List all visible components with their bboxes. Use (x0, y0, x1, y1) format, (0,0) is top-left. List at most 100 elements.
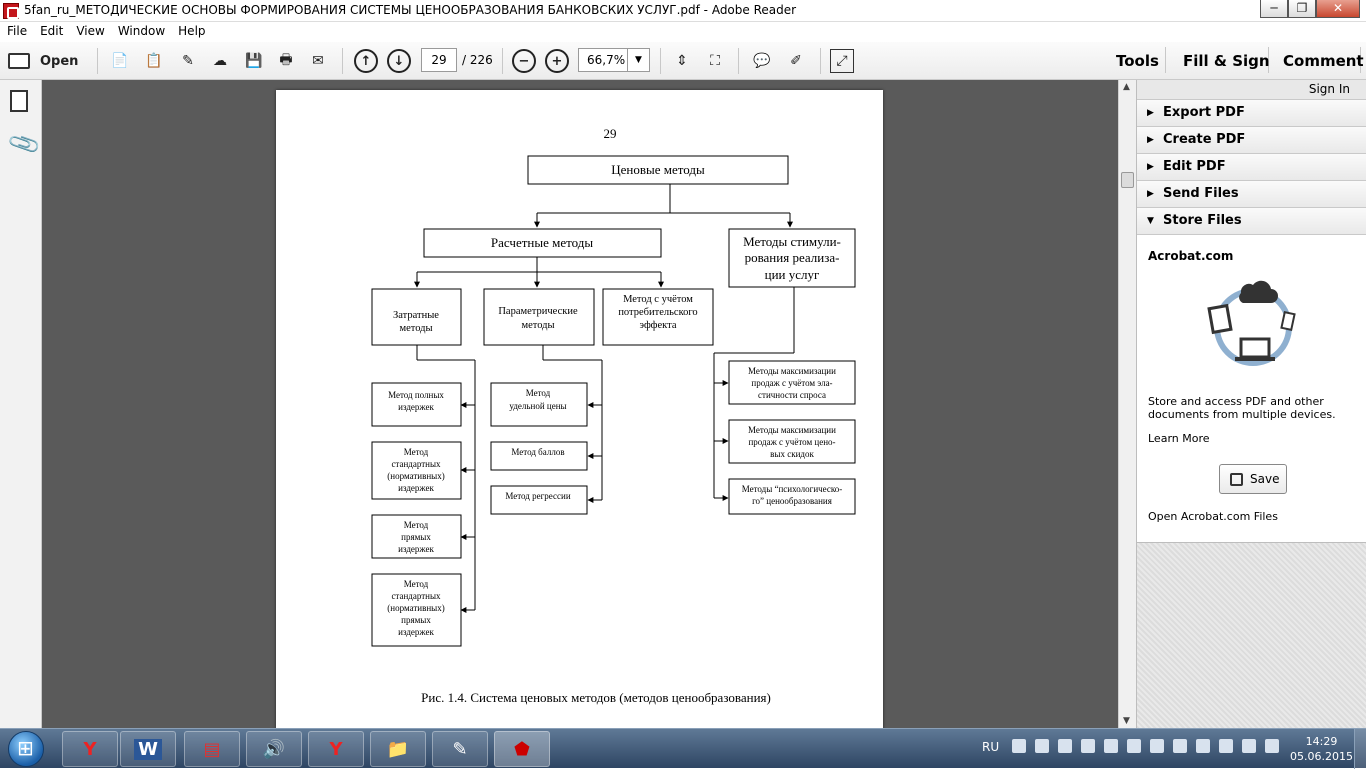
window-title: 5fan_ru_МЕТОДИЧЕСКИЕ ОСНОВЫ ФОРМИРОВАНИЯ… (24, 3, 797, 17)
minimize-button[interactable]: ─ (1260, 0, 1288, 18)
clock-time: 14:29 (1305, 735, 1338, 748)
save-to-acrobat-button[interactable]: Save (1219, 464, 1287, 494)
attachments-icon[interactable]: 📎 (6, 126, 43, 163)
tray-icon[interactable] (1012, 739, 1026, 753)
diagram-connectors (414, 184, 795, 613)
zoom-out-icon[interactable]: − (512, 49, 536, 73)
create-pdf-panel[interactable]: ▶Create PDF (1137, 126, 1366, 153)
clock[interactable]: 14:29 05.06.2015 (1290, 734, 1353, 764)
edit-pdf-icon[interactable]: ✎ (182, 53, 194, 69)
comment-tab[interactable]: Comment (1283, 52, 1364, 70)
print-icon[interactable]: 🖶 (279, 52, 293, 68)
param-child-1-line-1: Метод (526, 388, 551, 398)
page-thumbnails-icon[interactable] (10, 90, 28, 112)
tray-icon[interactable] (1035, 739, 1049, 753)
zoom-value: 66,7% (587, 53, 626, 67)
export-pdf-panel[interactable]: ▶Export PDF (1137, 99, 1366, 126)
menu-view[interactable]: View (76, 24, 105, 38)
audio-player-icon[interactable]: 🔊 (246, 731, 302, 767)
page-total: / 226 (462, 53, 493, 67)
yandex-browser-icon[interactable]: Y (62, 731, 118, 767)
folder-icon (8, 53, 30, 69)
yandex-browser-2-icon[interactable]: Y (308, 731, 364, 767)
tray-icon[interactable] (1104, 739, 1118, 753)
cloud-upload-icon[interactable]: ☁ (213, 53, 227, 69)
consumer-box (602, 288, 714, 346)
restore-button[interactable]: ❐ (1288, 0, 1316, 18)
paint-app-icon[interactable]: ✎ (432, 731, 488, 767)
export-pdf-icon[interactable]: 📋 (145, 53, 163, 69)
create-pdf-icon[interactable]: 📄 (111, 53, 129, 69)
menu-help[interactable]: Help (178, 24, 206, 38)
file-manager-icon[interactable]: 📁 (370, 731, 426, 767)
menu-edit[interactable]: Edit (40, 24, 64, 38)
tray-icon[interactable] (1219, 739, 1233, 753)
volume-icon[interactable] (1265, 739, 1279, 753)
language-indicator[interactable]: RU (982, 740, 1000, 754)
tray-icon[interactable] (1058, 739, 1072, 753)
show-desktop-button[interactable] (1354, 729, 1366, 769)
open-button[interactable]: Open (8, 49, 78, 73)
page-number-input[interactable]: 29 (421, 48, 457, 72)
store-files-panel[interactable]: ▼Store Files (1137, 207, 1366, 234)
tray-icon[interactable] (1173, 739, 1187, 753)
cost-child-box (371, 514, 462, 559)
learn-more-link[interactable]: Learn More (1148, 432, 1210, 445)
document-viewer[interactable]: 29 Ценовые методы Расчетные методы Метод… (42, 80, 1118, 730)
winrar-icon[interactable]: ▤ (184, 731, 240, 767)
stim-child-2-line-3: вых скидок (770, 449, 814, 459)
save-icon[interactable]: 💾 (245, 53, 263, 69)
email-icon[interactable]: ✉ (312, 53, 324, 69)
cost-child-4-line-5: издержек (398, 627, 434, 637)
fit-page-icon[interactable]: ⛶ (710, 53, 720, 69)
word-icon[interactable]: W (120, 731, 176, 767)
prev-page-icon[interactable]: ↑ (354, 49, 378, 73)
close-button[interactable]: ✕ (1316, 0, 1360, 18)
next-page-icon[interactable]: ↓ (387, 49, 411, 73)
chevron-right-icon: ▶ (1147, 189, 1154, 199)
page-number: 29 (604, 126, 617, 141)
read-mode-icon[interactable]: ⤢ (830, 49, 854, 73)
scroll-thumb[interactable] (1121, 172, 1134, 188)
edit-pdf-label: Edit PDF (1163, 159, 1226, 174)
highlight-text-icon[interactable]: ✐ (790, 53, 802, 69)
store-description: Store and access PDF and other documents… (1148, 395, 1336, 421)
tools-tab[interactable]: Tools (1116, 52, 1159, 70)
edit-pdf-panel[interactable]: ▶Edit PDF (1137, 153, 1366, 180)
open-acrobat-files-link[interactable]: Open Acrobat.com Files (1148, 510, 1278, 523)
cost-child-4-line-2: стандартных (391, 591, 441, 601)
scroll-up-icon[interactable]: ▲ (1123, 82, 1130, 92)
figure-caption: Рис. 1.4. Система ценовых методов (метод… (421, 690, 771, 705)
toolbar: Open 📄 📋 ✎ ☁ 💾 🖶 ✉ ↑ ↓ − + ⇕ ⛶ 💬 ✐ ⤢ (0, 42, 1366, 80)
send-files-panel[interactable]: ▶Send Files (1137, 180, 1366, 207)
chevron-right-icon: ▶ (1147, 135, 1154, 145)
stim-label-3: ции услуг (765, 267, 820, 282)
calc-label: Расчетные методы (491, 235, 593, 250)
tray-icon[interactable] (1150, 739, 1164, 753)
scroll-down-icon[interactable]: ▼ (1123, 716, 1130, 726)
menu-file[interactable]: File (7, 24, 28, 38)
menu-window[interactable]: Window (117, 24, 166, 38)
zoom-in-icon[interactable]: + (545, 49, 569, 73)
tools-pane: Sign In ▶Export PDF ▶Create PDF ▶Edit PD… (1136, 80, 1366, 728)
start-button[interactable] (8, 731, 44, 767)
cost-child-3-line-2: прямых (401, 532, 431, 542)
tray-icon[interactable] (1242, 739, 1256, 753)
stim-child-3-line-2: го” ценообразования (752, 496, 832, 506)
tray-icon[interactable] (1127, 739, 1141, 753)
cost-child-2-line-3: (нормативных) (387, 471, 444, 481)
vertical-scrollbar[interactable]: ▲ ▼ (1118, 80, 1136, 728)
adobe-reader-taskbar-icon[interactable]: ⬟ (494, 731, 550, 767)
tray-icon[interactable] (1081, 739, 1095, 753)
fit-width-icon[interactable]: ⇕ (676, 53, 688, 69)
fill-sign-tab[interactable]: Fill & Sign (1183, 52, 1270, 70)
sign-in-link[interactable]: Sign In (1308, 82, 1350, 96)
zoom-select[interactable]: 66,7% ▼ (578, 48, 650, 72)
tray-icon[interactable] (1196, 739, 1210, 753)
chevron-down-icon[interactable]: ▼ (627, 49, 649, 71)
stim-child-1-line-3: стичности спроса (758, 390, 826, 400)
cost-child-4-line-3: (нормативных) (387, 603, 444, 613)
sticky-note-icon[interactable]: 💬 (753, 53, 771, 69)
cost-child-2-line-2: стандартных (391, 459, 441, 469)
save-icon (1230, 473, 1243, 486)
